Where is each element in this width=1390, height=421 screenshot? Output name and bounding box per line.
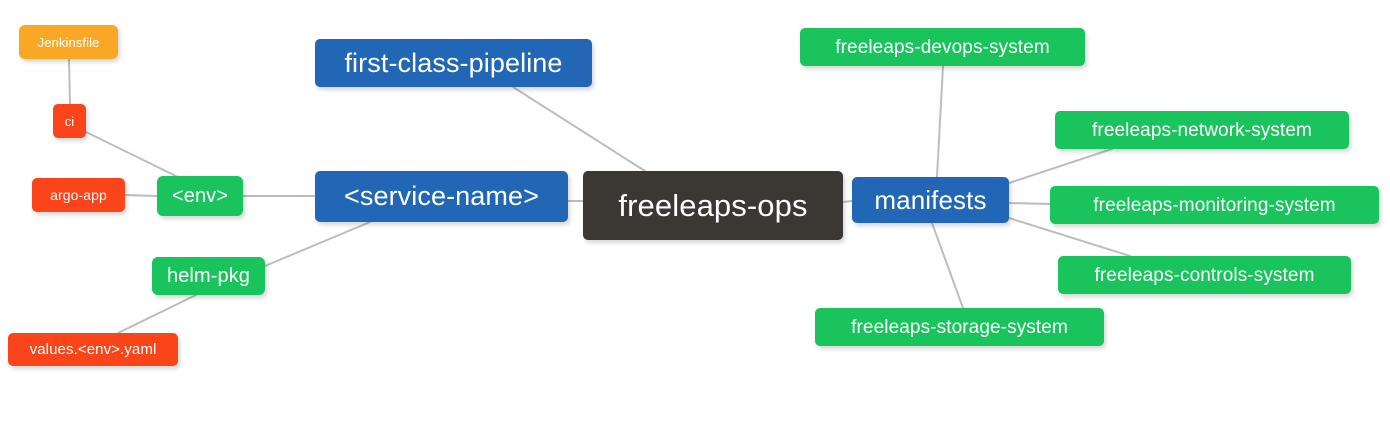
mindmap-node-label-ci: ci (64, 113, 75, 129)
edge-manifests-devops (936, 65, 944, 178)
edge-valuesyaml-helmpkg (117, 294, 197, 334)
mindmap-node-ci[interactable]: ci (53, 104, 86, 138)
mindmap-node-label-env: <env> (171, 185, 229, 207)
mindmap-node-freeleaps-monitoring-system[interactable]: freeleaps-monitoring-system (1050, 186, 1379, 224)
mindmap-node-argo-app[interactable]: argo-app (32, 178, 125, 212)
mindmap-node-label-argo-app: argo-app (50, 187, 107, 203)
mindmap-node-jenkinsfile[interactable]: Jenkinsfile (19, 25, 118, 59)
mindmap-node-freeleaps-storage-system[interactable]: freeleaps-storage-system (815, 308, 1104, 346)
mindmap-node-label-helm-pkg: helm-pkg (166, 265, 251, 287)
mindmap-node-label-freeleaps-network-system: freeleaps-network-system (1092, 119, 1312, 141)
mindmap-node-label-jenkinsfile: Jenkinsfile (37, 34, 100, 50)
mindmap-node-manifests[interactable]: manifests (852, 177, 1009, 223)
mindmap-node-label-values-yaml: values.<env>.yaml (29, 341, 157, 358)
mindmap-node-label-freeleaps-devops-system: freeleaps-devops-system (835, 36, 1050, 58)
mindmap-node-label-freeleaps-monitoring-system: freeleaps-monitoring-system (1093, 194, 1336, 216)
mindmap-node-freeleaps-ops[interactable]: freeleaps-ops (583, 171, 843, 240)
mindmap-node-first-class-pipeline[interactable]: first-class-pipeline (315, 39, 592, 87)
edge-helmpkg-servicename (264, 221, 371, 267)
edge-freeleapsops-manifests (842, 200, 853, 203)
edge-manifests-monitoring (1008, 202, 1051, 205)
mindmap-node-label-service-name: <service-name> (344, 181, 539, 211)
mindmap-node-label-freeleaps-controls-system: freeleaps-controls-system (1094, 264, 1315, 286)
mindmap-node-env[interactable]: <env> (157, 176, 243, 216)
mindmap-node-service-name[interactable]: <service-name> (315, 171, 568, 222)
mindmap-node-label-first-class-pipeline: first-class-pipeline (344, 47, 563, 78)
edge-jenkinsfile-ci (68, 58, 71, 105)
edge-ci-env (85, 131, 181, 179)
mindmap-node-freeleaps-devops-system[interactable]: freeleaps-devops-system (800, 28, 1085, 66)
mindmap-node-freeleaps-network-system[interactable]: freeleaps-network-system (1055, 111, 1349, 149)
edge-manifests-storage (931, 222, 964, 309)
edge-manifests-network (1008, 148, 1113, 184)
mindmap-node-freeleaps-controls-system[interactable]: freeleaps-controls-system (1058, 256, 1351, 294)
mindmap-node-label-freeleaps-ops: freeleaps-ops (618, 188, 808, 223)
mindmap-node-label-freeleaps-storage-system: freeleaps-storage-system (851, 316, 1068, 338)
mindmap-node-helm-pkg[interactable]: helm-pkg (152, 257, 265, 295)
mindmap-node-values-yaml[interactable]: values.<env>.yaml (8, 333, 178, 366)
mindmap-node-label-manifests: manifests (874, 185, 987, 215)
edge-firstclasspipeline-freeleapsops (512, 86, 646, 172)
edge-argoapp-env (124, 194, 158, 197)
